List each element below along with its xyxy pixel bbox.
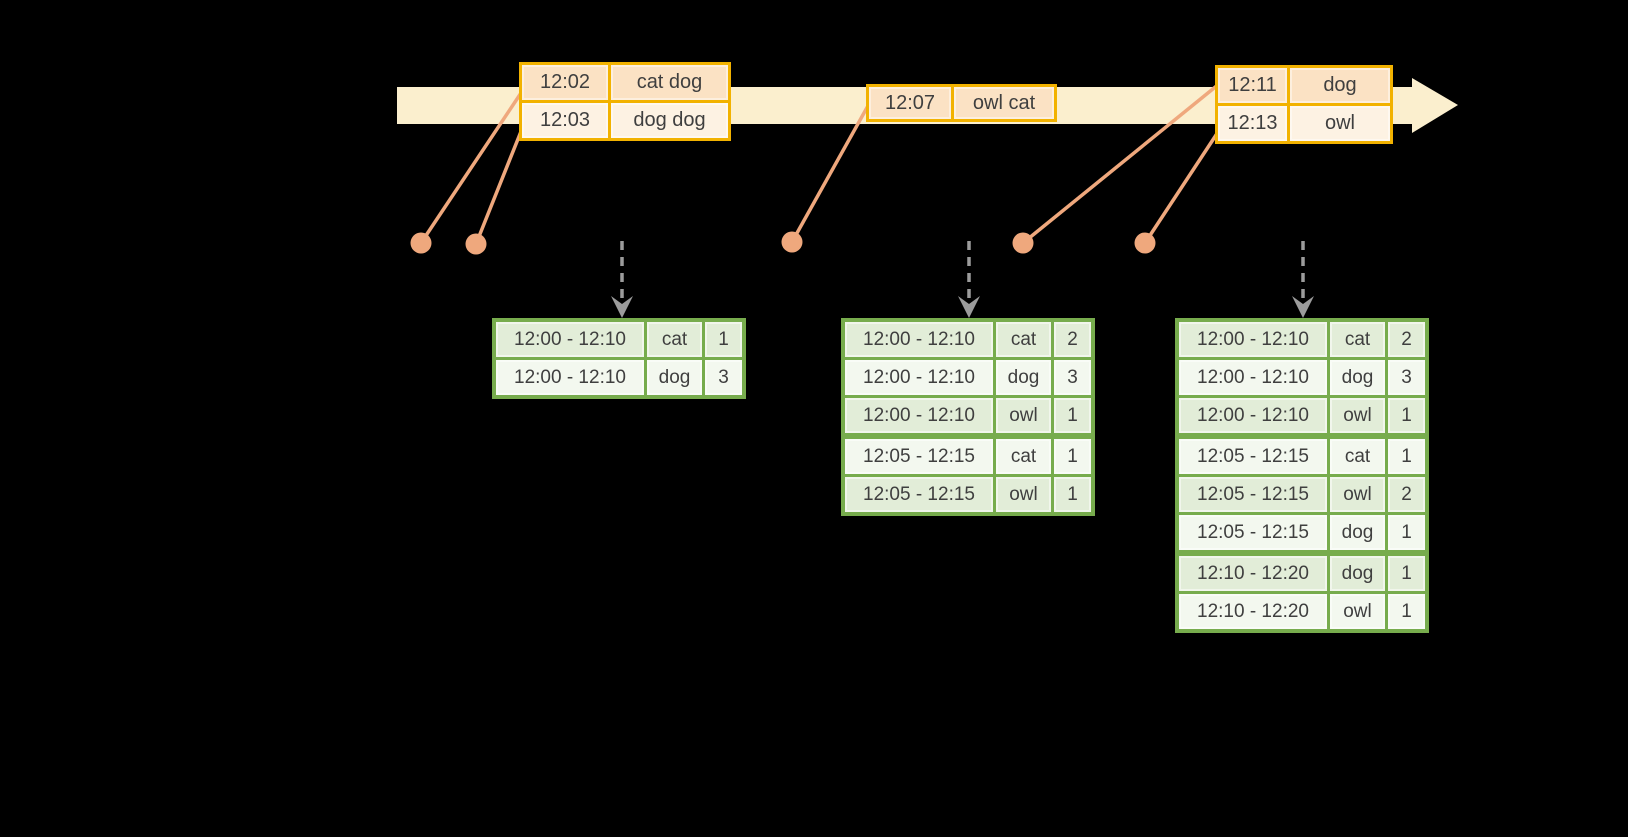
word-cell: owl: [1330, 477, 1385, 512]
count-cell: 1: [1388, 556, 1425, 591]
window-cell: 12:00 - 12:10: [1179, 360, 1327, 395]
event-connector-line: [474, 123, 526, 245]
event-connector-lines: [419, 82, 1222, 245]
event-table-1211: 12:11 dog 12:13 owl: [1215, 65, 1393, 144]
count-cell: 2: [1388, 322, 1425, 357]
word-cell: cat: [1330, 439, 1385, 474]
count-cell: 1: [1388, 439, 1425, 474]
event-connector-line: [419, 89, 525, 244]
result-table-2: 12:00 - 12:10 cat 2 12:00 - 12:10 dog 3 …: [841, 318, 1095, 516]
word-cell: dog: [1330, 515, 1385, 550]
table-row: 12:10 - 12:20 owl 1: [1179, 594, 1425, 629]
word-cell: dog: [647, 360, 702, 395]
event-dot: [1012, 232, 1034, 254]
table-row: 12:05 - 12:15 owl 1: [845, 477, 1091, 512]
window-cell: 12:05 - 12:15: [1179, 439, 1327, 474]
window-cell: 12:00 - 12:10: [1179, 398, 1327, 433]
window-cell: 12:00 - 12:10: [845, 398, 993, 433]
table-row: 12:00 - 12:10 owl 1: [845, 398, 1091, 433]
window-cell: 12:00 - 12:10: [845, 360, 993, 395]
window-cell: 12:00 - 12:10: [1179, 322, 1327, 357]
event-dot: [1134, 232, 1156, 254]
table-row: 12:00 - 12:10 dog 3: [496, 360, 742, 395]
word-cell: dog: [1330, 360, 1385, 395]
event-words-cell: cat dog: [611, 65, 728, 100]
timeline-arrowhead-icon: [1412, 78, 1458, 133]
count-cell: 3: [1054, 360, 1091, 395]
count-cell: 1: [1388, 398, 1425, 433]
count-cell: 2: [1054, 322, 1091, 357]
table-row: 12:02 cat dog: [522, 65, 728, 100]
event-time-cell: 12:11: [1218, 68, 1287, 103]
window-cell: 12:10 - 12:20: [1179, 556, 1327, 591]
word-cell: dog: [996, 360, 1051, 395]
table-row: 12:00 - 12:10 cat 2: [1179, 322, 1425, 357]
event-dot: [410, 232, 432, 254]
event-time-cell: 12:13: [1218, 106, 1287, 141]
trigger-arrowhead-icon: [958, 296, 980, 318]
count-cell: 3: [705, 360, 742, 395]
table-row: 12:00 - 12:10 dog 3: [1179, 360, 1425, 395]
table-row: 12:00 - 12:10 cat 2: [845, 322, 1091, 357]
event-words-cell: dog: [1290, 68, 1390, 103]
event-words-cell: owl cat: [954, 87, 1054, 119]
table-row: 12:00 - 12:10 dog 3: [845, 360, 1091, 395]
word-cell: cat: [996, 439, 1051, 474]
event-dot: [781, 231, 803, 253]
window-cell: 12:00 - 12:10: [496, 360, 644, 395]
trigger-arrowhead-icon: [1292, 296, 1314, 318]
event-words-cell: owl: [1290, 106, 1390, 141]
event-dots: [410, 231, 1156, 255]
event-words-cell: dog dog: [611, 103, 728, 138]
count-cell: 1: [1054, 477, 1091, 512]
event-connector-line: [1021, 82, 1221, 245]
table-row: 12:13 owl: [1218, 106, 1390, 141]
window-cell: 12:05 - 12:15: [845, 439, 993, 474]
word-cell: owl: [1330, 594, 1385, 629]
table-row: 12:11 dog: [1218, 68, 1390, 103]
window-cell: 12:00 - 12:10: [496, 322, 644, 357]
word-cell: owl: [1330, 398, 1385, 433]
word-cell: owl: [996, 477, 1051, 512]
event-table-1207: 12:07 owl cat: [866, 84, 1057, 122]
window-cell: 12:00 - 12:10: [845, 322, 993, 357]
word-cell: dog: [1330, 556, 1385, 591]
word-cell: owl: [996, 398, 1051, 433]
word-cell: cat: [1330, 322, 1385, 357]
count-cell: 1: [1388, 594, 1425, 629]
table-row: 12:03 dog dog: [522, 103, 728, 138]
count-cell: 3: [1388, 360, 1425, 395]
result-table-3: 12:00 - 12:10 cat 2 12:00 - 12:10 dog 3 …: [1175, 318, 1429, 633]
table-row: 12:00 - 12:10 owl 1: [1179, 398, 1425, 433]
word-cell: cat: [996, 322, 1051, 357]
table-row: 12:05 - 12:15 cat 1: [845, 439, 1091, 474]
count-cell: 2: [1388, 477, 1425, 512]
event-table-1202: 12:02 cat dog 12:03 dog dog: [519, 62, 731, 141]
trigger-arrowheads: [611, 296, 1314, 318]
count-cell: 1: [1388, 515, 1425, 550]
trigger-arrows: [620, 241, 1305, 299]
table-row: 12:05 - 12:15 cat 1: [1179, 439, 1425, 474]
count-cell: 1: [705, 322, 742, 357]
event-connector-line: [1143, 128, 1222, 244]
event-time-cell: 12:07: [869, 87, 951, 119]
word-cell: cat: [647, 322, 702, 357]
count-cell: 1: [1054, 398, 1091, 433]
table-row: 12:05 - 12:15 dog 1: [1179, 515, 1425, 550]
window-cell: 12:10 - 12:20: [1179, 594, 1327, 629]
window-cell: 12:05 - 12:15: [1179, 515, 1327, 550]
result-table-1: 12:00 - 12:10 cat 1 12:00 - 12:10 dog 3: [492, 318, 746, 399]
window-cell: 12:05 - 12:15: [845, 477, 993, 512]
event-time-cell: 12:02: [522, 65, 608, 100]
event-connector-line: [790, 103, 871, 243]
table-row: 12:00 - 12:10 cat 1: [496, 322, 742, 357]
table-row: 12:05 - 12:15 owl 2: [1179, 477, 1425, 512]
event-dot: [465, 233, 487, 255]
window-cell: 12:05 - 12:15: [1179, 477, 1327, 512]
event-time-cell: 12:03: [522, 103, 608, 138]
count-cell: 1: [1054, 439, 1091, 474]
table-row: 12:07 owl cat: [869, 87, 1054, 119]
table-row: 12:10 - 12:20 dog 1: [1179, 556, 1425, 591]
trigger-arrowhead-icon: [611, 296, 633, 318]
